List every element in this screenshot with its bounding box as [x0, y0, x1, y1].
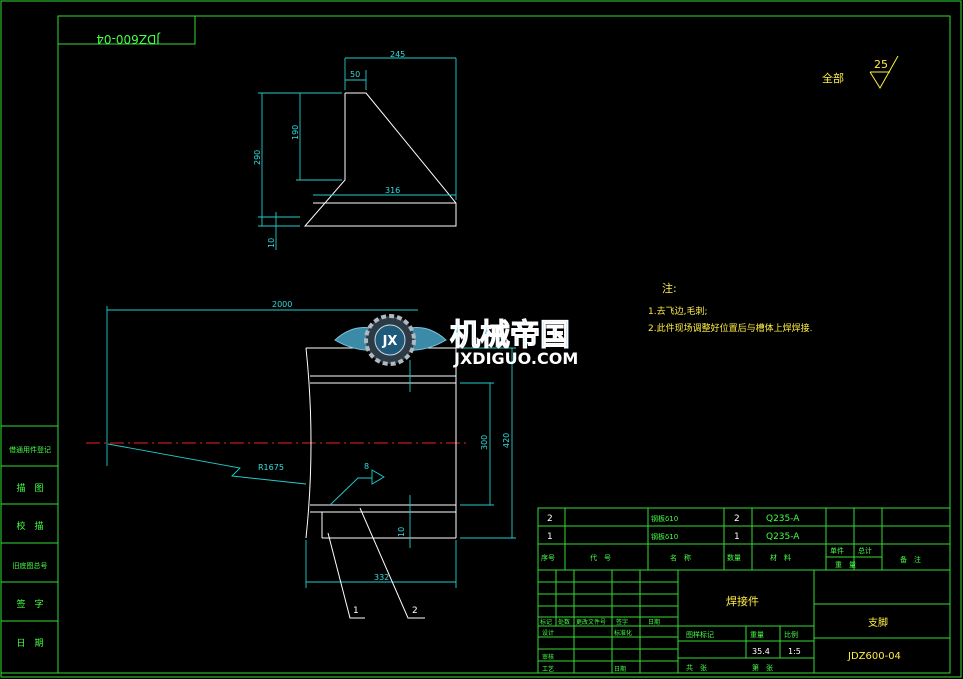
stamp-label: 日 期: [16, 638, 43, 649]
rev-col: 标记: [540, 618, 552, 626]
weld-size: 8: [364, 462, 369, 471]
stage-label: 图样标记: [686, 630, 714, 639]
watermark-badge: JX: [382, 334, 398, 349]
dim-50: 50: [350, 70, 360, 79]
part-name: 焊接件: [726, 594, 759, 608]
watermark-name: 机械帝国: [450, 318, 570, 353]
row-name: 钢板δ10: [651, 514, 678, 523]
sign-row: 工艺: [542, 665, 554, 673]
surface-finish-label: 全部: [822, 71, 844, 85]
header-total: 总计: [858, 546, 872, 555]
notes-title: 注:: [662, 281, 677, 295]
row-qty: 1: [734, 532, 740, 542]
dim-2000: 2000: [272, 300, 292, 309]
stamp-label: 签 字: [16, 598, 43, 610]
inner-frame: [57, 15, 951, 674]
watermark: JX 机械帝国 JXDIGUO.COM: [334, 314, 578, 368]
note-item: 2.此件现场调整好位置后与槽体上焊焊接.: [648, 322, 812, 334]
note-item: 1.去飞边,毛刺;: [648, 305, 707, 317]
balloon-2: 2: [412, 606, 418, 616]
weight-label: 重量: [750, 631, 764, 639]
title-block: 标记 处数 更改文件号 签字 日期 设计 标准化 审核 工艺 日期 焊接件 支脚…: [537, 569, 951, 674]
header-remark: 备 注: [900, 555, 921, 564]
drawing-code-mirrored: JDZ600-04: [96, 32, 161, 46]
dim-420: 420: [502, 433, 511, 448]
row-no: 1: [547, 532, 553, 542]
row-no: 2: [547, 514, 553, 524]
scale-value: 1:5: [788, 647, 801, 656]
rev-col: 处数: [558, 618, 570, 626]
dim-r1675: R1675: [258, 463, 284, 472]
sign-row: 日期: [614, 665, 626, 673]
row-material: Q235-A: [766, 514, 800, 524]
drawing-code-box: JDZ600-04: [57, 15, 196, 46]
rev-col: 更改文件号: [576, 618, 606, 626]
drawing-no: JDZ600-04: [847, 651, 901, 662]
row-name: 钢板δ10: [651, 532, 678, 541]
sign-row: 标准化: [614, 629, 632, 637]
sign-row: 设计: [542, 629, 554, 637]
surface-finish-value: 25: [874, 58, 888, 71]
watermark-url: JXDIGUO.COM: [453, 349, 578, 368]
dim-300: 300: [480, 435, 489, 450]
dim-190: 190: [291, 125, 300, 140]
stamp-label: 描 图: [16, 482, 43, 494]
dim-10-main: 10: [397, 527, 406, 537]
dim-290: 290: [253, 150, 262, 165]
scale-label: 比例: [784, 630, 798, 639]
header-material: 材 料: [770, 553, 791, 562]
stamp-label: 借通用件登记: [9, 445, 51, 454]
rev-col: 日期: [648, 618, 660, 626]
surface-finish: 全部 25: [822, 55, 899, 89]
header-unit: 单件: [830, 546, 844, 555]
weight-value: 35.4: [752, 647, 770, 656]
assembly-name: 支脚: [868, 616, 888, 629]
sign-row: 审核: [542, 653, 554, 661]
stamp-label: 校 描: [16, 520, 43, 532]
dim-332: 332: [374, 573, 389, 582]
sheet-total: 共 张: [686, 663, 707, 672]
stamp-label: 旧底图总号: [13, 561, 48, 570]
top-view: 245 50 190 290 316 10: [253, 50, 457, 250]
dim-245: 245: [390, 50, 405, 59]
header-code: 代 号: [590, 553, 611, 562]
dim-316: 316: [385, 186, 400, 195]
row-material: Q235-A: [766, 532, 800, 542]
header-weight: 重 量: [835, 561, 856, 569]
sheet-no: 第 张: [752, 663, 773, 672]
balloon-1: 1: [353, 606, 359, 616]
header-no: 序号: [541, 553, 555, 562]
parts-list: 2 钢板δ10 2 Q235-A 1 钢板δ10 1 Q235-A 序号 代 号…: [537, 507, 951, 571]
left-stamp-column: 借通用件登记 描 图 校 描 旧底图总号 签 字 日 期: [0, 425, 59, 674]
header-qty: 数量: [727, 553, 741, 562]
dim-10: 10: [267, 238, 276, 248]
notes: 注: 1.去飞边,毛刺; 2.此件现场调整好位置后与槽体上焊焊接.: [648, 281, 812, 334]
main-view: 2000 R1675 300 420 10 8 332: [86, 300, 516, 619]
rev-col: 签字: [616, 618, 628, 626]
header-name: 名 称: [670, 553, 691, 562]
row-qty: 2: [734, 514, 740, 524]
